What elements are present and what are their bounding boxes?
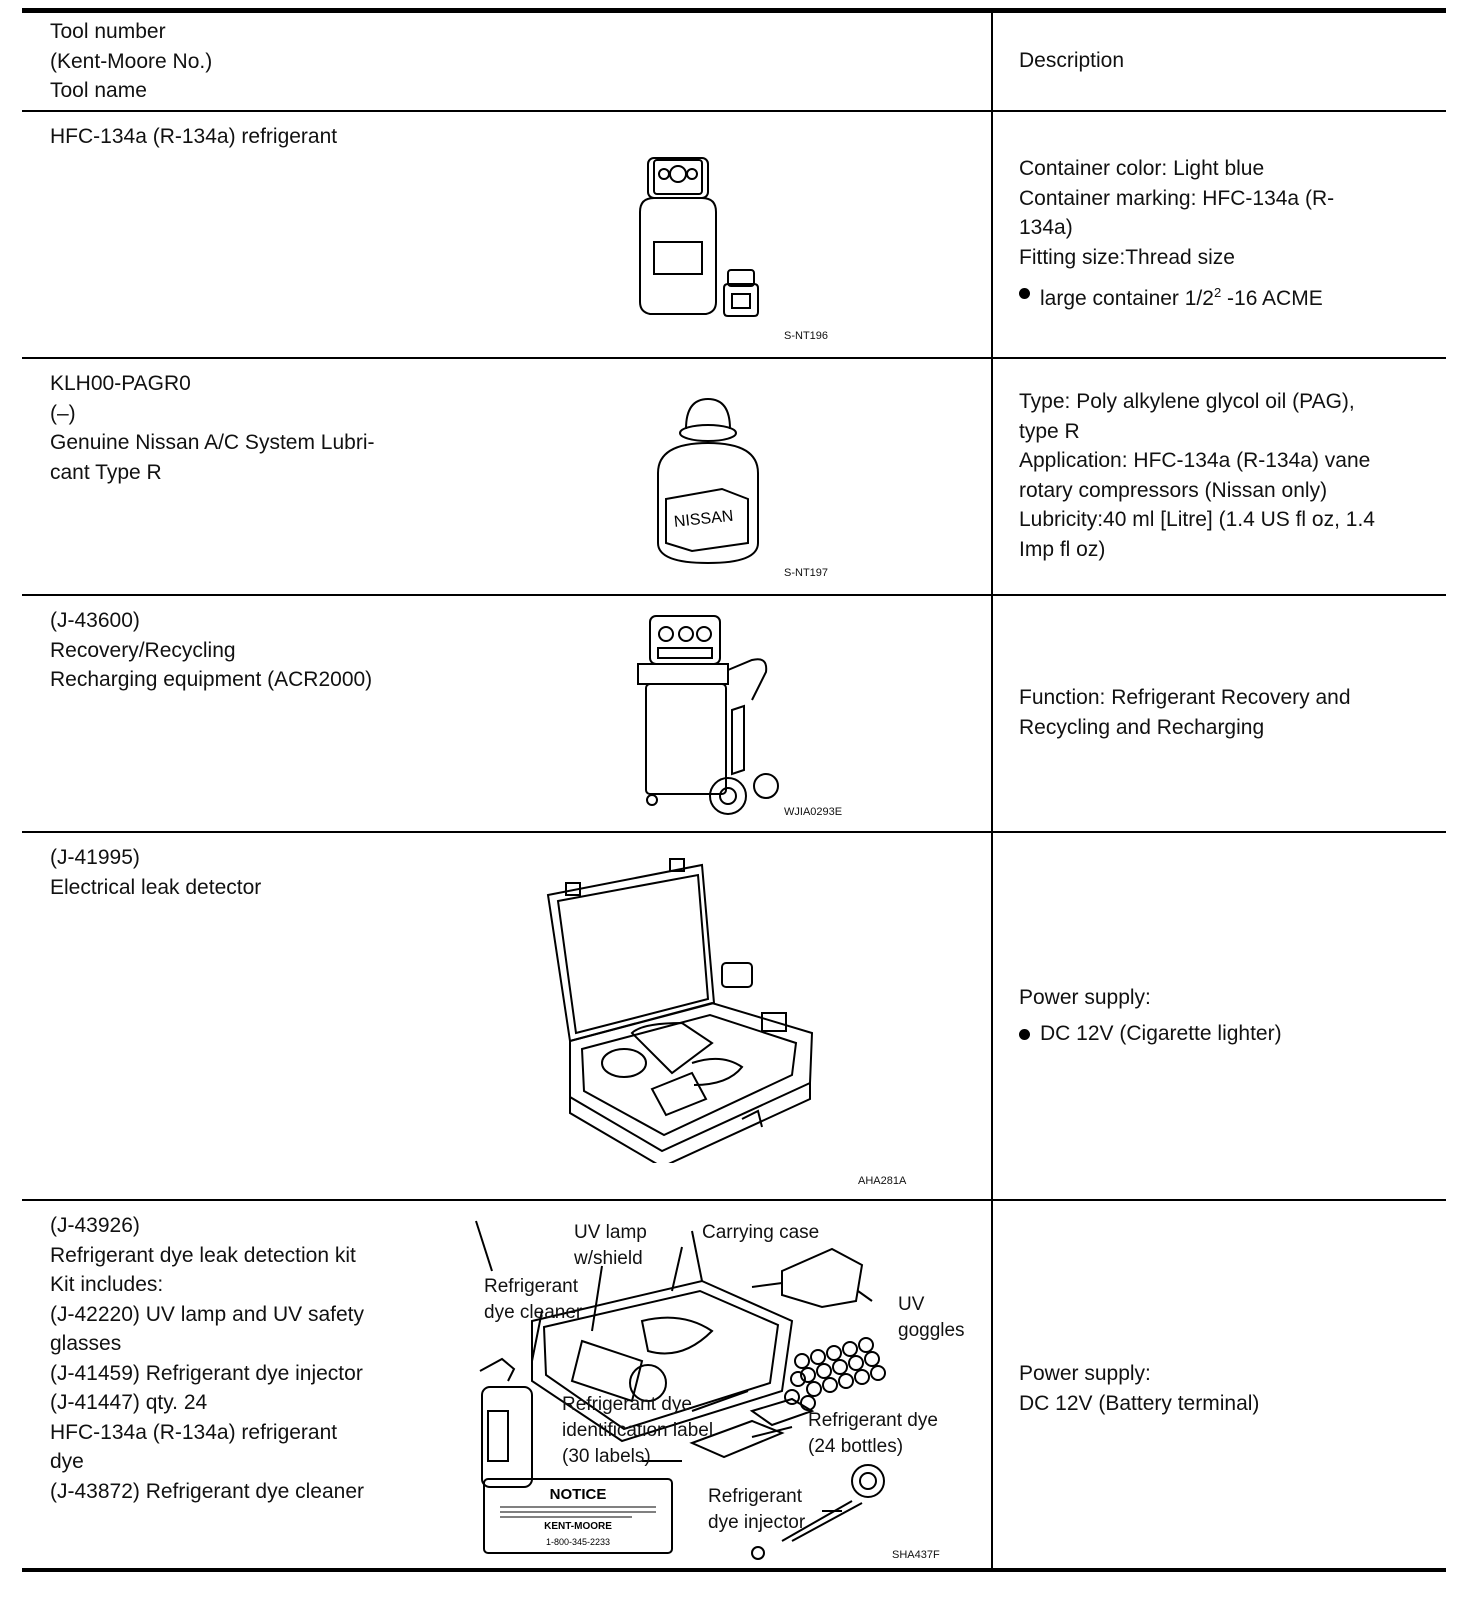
tool-line: KLH00-PAGR0: [50, 372, 191, 395]
label-goggles: goggles: [898, 1320, 965, 1341]
column-divider: [991, 13, 993, 110]
leak-detector-case-illustration: [546, 858, 814, 1163]
description-line: Type: Poly alkylene glycol oil (PAG),: [1019, 390, 1355, 413]
tool-line: (J-41459) Refrigerant dye injector: [50, 1361, 363, 1385]
notice-brand: KENT-MOORE: [544, 1521, 612, 1532]
column-divider: [991, 359, 993, 594]
label-dye-bottles-1: Refrigerant dye: [808, 1410, 938, 1431]
description-line: DC 12V (Battery terminal): [1019, 1391, 1260, 1415]
header-tool-line: (Kent-Moore No.): [50, 49, 213, 73]
table-row: (J-43926) Refrigerant dye leak detection…: [22, 1201, 1446, 1572]
tool-line: dye: [50, 1450, 84, 1473]
header-tool-line: Tool name: [50, 79, 147, 102]
figure-code: S-NT197: [784, 567, 829, 579]
description-line: rotary compressors (Nissan only): [1019, 478, 1328, 502]
bullet-dot-icon: [1019, 288, 1030, 299]
tool-line: cant Type R: [50, 460, 162, 484]
header-description: Description: [1019, 49, 1125, 72]
label-dye-id-3: (30 labels): [562, 1446, 651, 1467]
label-carrying-case: Carrying case: [702, 1222, 820, 1243]
description-line: Power supply:: [1019, 986, 1151, 1009]
description-line: type R: [1019, 419, 1080, 443]
figure-code: AHA281A: [858, 1175, 907, 1187]
tool-line: (–): [50, 401, 76, 425]
table-row: (J-43600) Recovery/Recycling Recharging …: [22, 596, 1446, 833]
can-label: NISSAN: [673, 508, 734, 531]
tool-line: Electrical leak detector: [50, 875, 262, 899]
bullet-text: large container 1/22 -16 ACME: [1040, 285, 1323, 310]
tool-line: (J-41995): [50, 846, 140, 869]
label-uv-lamp: UV lamp: [574, 1222, 647, 1243]
label-dye-id-1: Refrigerant dye: [562, 1394, 692, 1415]
tool-line: Recovery/Recycling: [50, 638, 236, 662]
description-cell: Power supply: DC 12V (Battery terminal): [1019, 1359, 1429, 1418]
label-w-shield: w/shield: [574, 1248, 643, 1269]
bullet-dot-icon: [1019, 1028, 1030, 1040]
tool-line: Recharging equipment (ACR2000): [50, 668, 373, 691]
table-row: (J-41995) Electrical leak detector: [22, 833, 1446, 1201]
tool-name-cell: (J-41995) Electrical leak detector: [50, 843, 430, 902]
recovery-recycling-machine-illustration: [637, 615, 779, 815]
label-injector-2: dye injector: [708, 1512, 806, 1533]
tool-name-cell: KLH00-PAGR0 (–) Genuine Nissan A/C Syste…: [50, 369, 430, 487]
description-cell: Container color: Light blue Container ma…: [1019, 154, 1429, 314]
description-cell: Power supply: DC 12V (Cigarette lighter): [1019, 983, 1429, 1048]
dye-kit-illustration: NOTICE KENT-MOORE 1-800-345-2233: [475, 1220, 886, 1560]
description-line: Container marking: HFC-134a (R-: [1019, 186, 1335, 210]
tool-line: (J-43872) Refrigerant dye cleaner: [50, 1479, 364, 1503]
figure-code: S-NT196: [784, 330, 829, 342]
label-dye-id-2: identification label: [562, 1420, 714, 1441]
tool-line: HFC-134a (R-134a) refrigerant: [50, 125, 338, 148]
lubricant-can-illustration: NISSAN: [657, 397, 759, 565]
special-service-tools-table: Tool number (Kent-Moore No.) Tool name D…: [22, 8, 1446, 1572]
description-line: Imp fl oz): [1019, 537, 1106, 561]
description-line: Function: Refrigerant Recovery and: [1019, 686, 1351, 709]
description-line: 134a): [1019, 216, 1073, 239]
label-uv: UV: [898, 1294, 925, 1315]
description-line: Application: HFC-134a (R-134a) vane: [1019, 449, 1371, 472]
column-divider: [991, 112, 993, 357]
tool-line: Genuine Nissan A/C System Lubri-: [50, 431, 375, 454]
tool-line: (J-41447) qty. 24: [50, 1391, 208, 1414]
figure-code: WJIA0293E: [784, 806, 843, 818]
table-header-row: Tool number (Kent-Moore No.) Tool name D…: [22, 8, 1446, 112]
label-dye-cleaner: dye cleaner: [484, 1302, 583, 1323]
tool-name-cell: (J-43600) Recovery/Recycling Recharging …: [50, 606, 430, 695]
header-tool-line: Tool number: [50, 20, 166, 43]
label-refrigerant: Refrigerant: [484, 1276, 578, 1297]
tool-line: Kit includes:: [50, 1273, 164, 1296]
description-line: Power supply:: [1019, 1362, 1151, 1385]
label-injector-1: Refrigerant: [708, 1486, 802, 1507]
tool-line: (J-43600): [50, 609, 140, 632]
tool-line: Refrigerant dye leak detection kit: [50, 1243, 356, 1267]
bullet-text: DC 12V (Cigarette lighter): [1040, 1021, 1282, 1045]
description-line: Lubricity:40 ml [Litre] (1.4 US fl oz, 1…: [1019, 508, 1375, 531]
header-tool-column: Tool number (Kent-Moore No.) Tool name: [50, 17, 430, 106]
table-row: KLH00-PAGR0 (–) Genuine Nissan A/C Syste…: [22, 359, 1446, 596]
notice-phone: 1-800-345-2233: [546, 1537, 610, 1547]
column-divider: [991, 596, 993, 831]
refrigerant-container-illustration: [639, 157, 759, 317]
description-cell: Function: Refrigerant Recovery and Recyc…: [1019, 683, 1429, 742]
table-row: HFC-134a (R-134a) refrigerant S-NT196 Co…: [22, 112, 1446, 359]
description-line: Container color: Light blue: [1019, 157, 1265, 180]
tool-line: (J-42220) UV lamp and UV safety: [50, 1302, 364, 1326]
description-bullet: DC 12V (Cigarette lighter): [1019, 1019, 1429, 1049]
notice-title: NOTICE: [550, 1486, 607, 1503]
description-bullet: large container 1/22 -16 ACME: [1019, 278, 1429, 314]
description-cell: Type: Poly alkylene glycol oil (PAG), ty…: [1019, 387, 1429, 564]
description-line: Fitting size:Thread size: [1019, 245, 1235, 269]
tool-line: HFC-134a (R-134a) refrigerant: [50, 1420, 338, 1444]
tool-line: (J-43926): [50, 1214, 140, 1237]
column-divider: [991, 833, 993, 1199]
figure-code: SHA437F: [892, 1549, 940, 1561]
label-dye-bottles-2: (24 bottles): [808, 1436, 904, 1457]
description-line: Recycling and Recharging: [1019, 715, 1265, 739]
tool-name-cell: HFC-134a (R-134a) refrigerant: [50, 122, 430, 152]
column-divider: [991, 1201, 993, 1568]
tool-line: glasses: [50, 1332, 122, 1355]
tool-name-cell: (J-43926) Refrigerant dye leak detection…: [50, 1211, 430, 1506]
